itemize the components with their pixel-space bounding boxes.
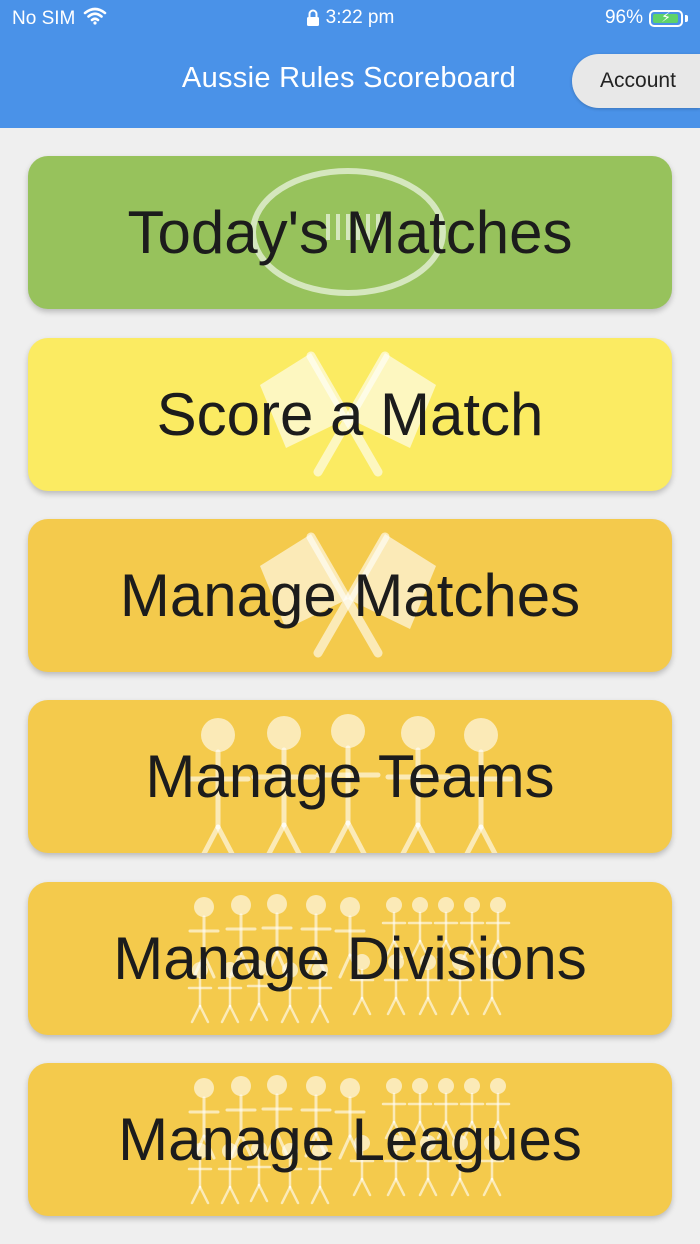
page-title: Aussie Rules Scoreboard bbox=[181, 62, 517, 94]
lock-icon bbox=[306, 9, 320, 27]
umpire-flags-icon bbox=[260, 351, 436, 477]
score-a-match-button[interactable]: Score a Match bbox=[28, 338, 672, 491]
carrier-label: No SIM bbox=[12, 8, 76, 29]
menu-label: Manage Matches bbox=[119, 562, 581, 629]
account-button[interactable]: Account bbox=[572, 54, 700, 108]
app-bar: No SIM 3:22 pm bbox=[0, 0, 700, 128]
status-bar: No SIM 3:22 pm bbox=[0, 0, 700, 36]
wifi-icon bbox=[83, 7, 107, 31]
umpire-flags-icon bbox=[260, 532, 436, 658]
todays-matches-button[interactable]: Today's Matches bbox=[28, 156, 672, 309]
manage-divisions-button[interactable]: Manage Divisions bbox=[28, 882, 672, 1035]
battery-percent: 96% bbox=[604, 7, 643, 28]
battery-tip bbox=[685, 14, 688, 22]
clock-time: 3:22 pm bbox=[325, 7, 395, 28]
menu-label: Score a Match bbox=[156, 381, 544, 448]
menu-label: Manage Divisions bbox=[113, 925, 587, 992]
manage-teams-button[interactable]: Manage Teams bbox=[28, 700, 672, 853]
manage-leagues-button[interactable]: Manage Leagues bbox=[28, 1063, 672, 1216]
menu-label: Today's Matches bbox=[127, 199, 573, 266]
menu-label: Manage Leagues bbox=[118, 1106, 582, 1173]
manage-matches-button[interactable]: Manage Matches bbox=[28, 519, 672, 672]
menu-label: Manage Teams bbox=[145, 743, 555, 810]
battery-icon: ⚡ bbox=[649, 9, 683, 27]
football-oval-icon bbox=[250, 168, 446, 296]
